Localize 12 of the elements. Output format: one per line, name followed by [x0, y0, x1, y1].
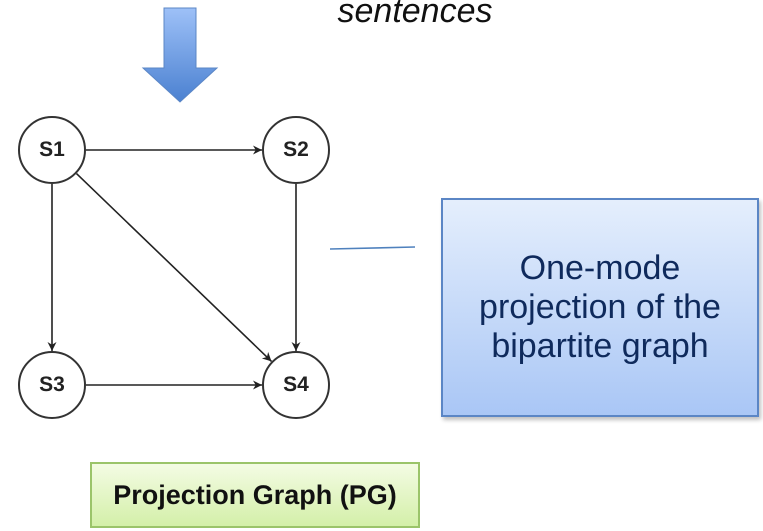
- arrow: [76, 173, 272, 362]
- arrow: [292, 184, 300, 351]
- node-circle: S4: [262, 351, 330, 419]
- arrow: [86, 146, 262, 154]
- arrow: [48, 184, 56, 351]
- node-circle: S2: [262, 116, 330, 184]
- arrow: [86, 380, 262, 390]
- title: sentences: [336, 0, 494, 31]
- node-circle: S1: [18, 116, 86, 184]
- node-circle: S3: [18, 351, 86, 419]
- description-box: One-mode projection of the bipartite graph: [441, 198, 759, 417]
- caption-box: Projection Graph (PG): [90, 462, 420, 528]
